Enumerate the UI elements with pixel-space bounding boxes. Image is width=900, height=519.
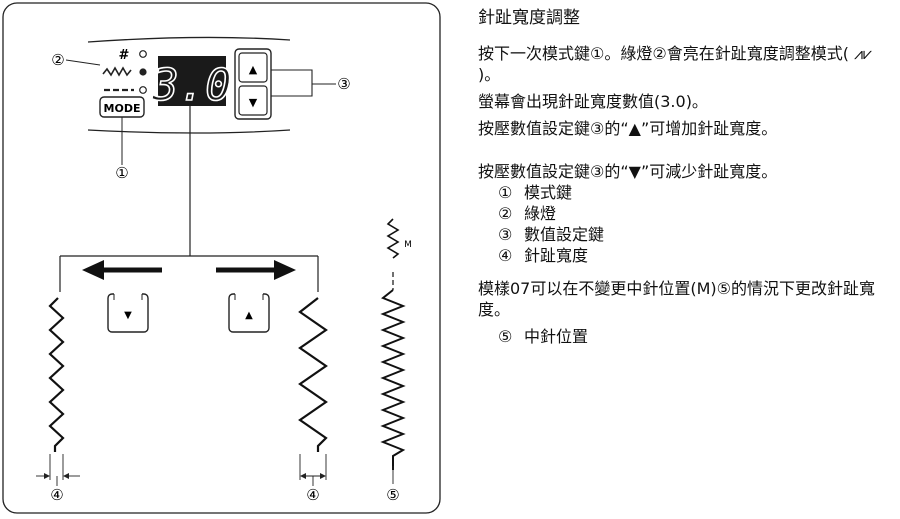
callout-5: ⑤ xyxy=(386,486,399,504)
led-zigzag-lit xyxy=(139,68,147,76)
value-up-button[interactable]: ▲ xyxy=(238,52,268,83)
instruction-center-position: 模樣07可以在不變更中針位置(M)⑤的情況下更改針趾寬度。 xyxy=(478,279,875,319)
value-keys-frame xyxy=(234,48,272,120)
callout-2-circle xyxy=(50,52,66,68)
zigzag-mode-icon xyxy=(102,66,132,77)
instruction-increase: 按壓數值設定鍵③的“▲”可增加針趾寬度。 xyxy=(478,119,778,138)
led-sharp xyxy=(139,50,147,58)
callout-3-circle xyxy=(336,76,352,92)
callout-1-circle xyxy=(114,165,130,181)
led-straight xyxy=(139,86,147,94)
narrow-arrow xyxy=(82,260,162,280)
callout-3: ③ xyxy=(337,75,350,93)
value-down-button[interactable]: ▼ xyxy=(238,85,268,116)
instruction-display-value: 螢幕會出現針趾寬度數值(3.0)。 xyxy=(478,92,708,111)
diagram-frame xyxy=(2,2,441,514)
center-zigzag-stitch xyxy=(380,289,406,470)
down-key-arrow-icon: ▼ xyxy=(124,310,132,321)
stitch-width-diagram: # MODE 3.0 ▲ ▼ ③ ② ① xyxy=(2,2,441,514)
arrow-up-icon: ▲ xyxy=(249,63,258,76)
callout-2-line xyxy=(65,59,101,66)
widen-arrow xyxy=(216,260,296,280)
display-value: 3.0 xyxy=(151,60,231,111)
callout-4a-circle xyxy=(49,487,65,503)
callout-4b: ④ xyxy=(306,486,319,504)
panel-top-line xyxy=(87,36,291,43)
callout-2: ② xyxy=(51,51,64,69)
up-key-arrow-icon: ▲ xyxy=(245,310,253,321)
instruction-mode-key: 按下一次模式鍵①。綠燈②會亮在針趾寬度調整模式( ⩘⩗ )。 xyxy=(478,44,873,84)
panel-bottom-line xyxy=(87,129,291,134)
down-key-illustration: ▼ xyxy=(107,293,149,333)
callout-4a: ④ xyxy=(50,486,63,504)
heading: 針趾寬度調整 xyxy=(478,8,580,28)
arrow-down-icon: ▼ xyxy=(249,96,258,109)
led-sharp-label: # xyxy=(119,48,130,63)
narrow-zigzag-stitch xyxy=(48,297,65,452)
instruction-text: 針趾寬度調整 按下一次模式鍵①。綠燈②會亮在針趾寬度調整模式( ⩘⩗ )。 螢幕… xyxy=(478,8,893,359)
center-stitch-icon xyxy=(386,218,400,259)
instruction-decrease: 按壓數值設定鍵③的“▼”可減少針趾寬度。 xyxy=(478,162,778,181)
mode-button[interactable]: MODE xyxy=(99,96,145,118)
callout-4b-circle xyxy=(305,487,321,503)
callout-1: ① xyxy=(115,164,128,182)
mode-button-label: MODE xyxy=(104,102,141,115)
led-display xyxy=(158,56,226,106)
callout-3-bracket xyxy=(271,69,313,97)
callout-5-circle xyxy=(385,487,401,503)
up-key-illustration: ▲ xyxy=(228,293,270,333)
wide-zigzag-stitch xyxy=(298,297,328,452)
center-position-label: M xyxy=(404,240,412,250)
